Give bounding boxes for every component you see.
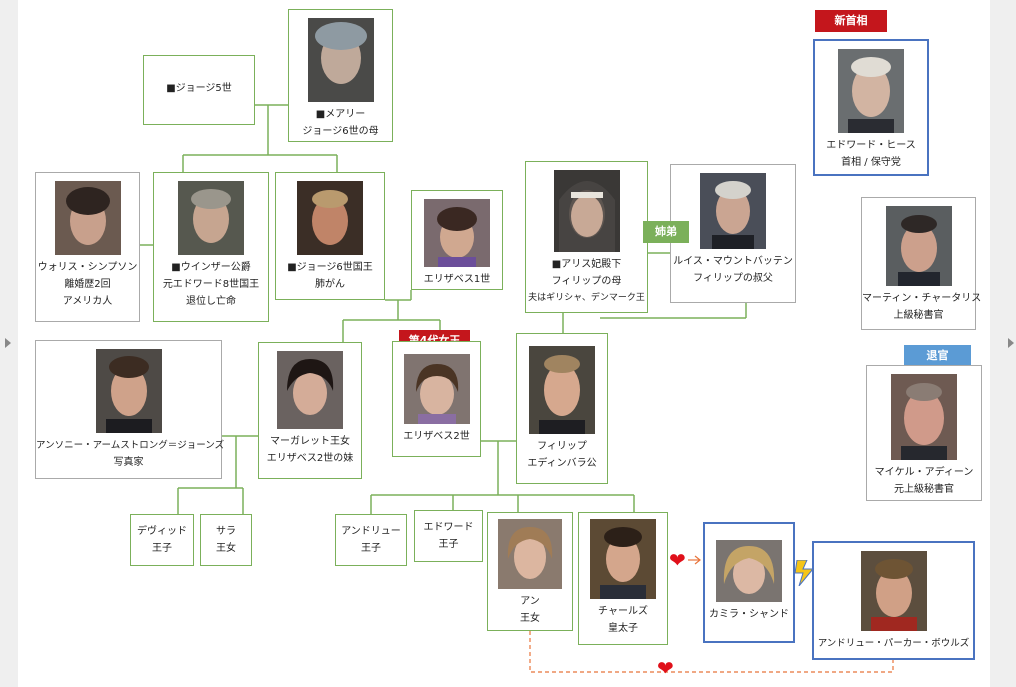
person-name: ■ウインザー公爵 bbox=[171, 262, 251, 273]
person-philip[interactable]: フィリップ エディンバラ公 bbox=[516, 333, 608, 484]
person-name: ■ジョージ5世 bbox=[166, 83, 232, 94]
person-name: エドワード・ヒース bbox=[826, 140, 916, 151]
person-note: 写真家 bbox=[113, 457, 144, 468]
person-note: 王女 bbox=[216, 543, 236, 554]
person-mary[interactable]: ■メアリー ジョージ6世の母 bbox=[288, 9, 393, 142]
person-note: 王子 bbox=[152, 543, 172, 554]
portrait-photo bbox=[403, 354, 470, 424]
new-pm-tag: 新首相 bbox=[815, 10, 887, 32]
person-note: 皇太子 bbox=[608, 623, 638, 634]
person-andrewpb[interactable]: アンドリュー・パーカー・ボウルズ bbox=[812, 541, 975, 660]
person-note: 首相 / 保守党 bbox=[841, 157, 901, 168]
person-note: 上級秘書官 bbox=[893, 310, 944, 321]
person-alice[interactable]: ■アリス妃殿下 フィリップの母 夫はギリシャ、デンマーク王 bbox=[525, 161, 648, 313]
heart-icon: ❤ bbox=[657, 656, 674, 680]
person-note: 離婚歴2回 bbox=[64, 279, 111, 290]
portrait-photo bbox=[838, 49, 904, 133]
person-name: エドワード bbox=[423, 522, 474, 533]
person-name: アン bbox=[520, 596, 540, 607]
person-name: アンソニー・アームストロング＝ジョーンズ bbox=[36, 440, 225, 451]
heart-icon: ❤ bbox=[669, 548, 686, 572]
person-george5[interactable]: ■ジョージ5世 bbox=[143, 55, 255, 125]
person-david[interactable]: デヴィッド 王子 bbox=[130, 514, 194, 566]
person-name: チャールズ bbox=[598, 606, 648, 617]
next-arrow-icon[interactable] bbox=[1008, 338, 1014, 348]
portrait-photo bbox=[529, 346, 595, 434]
person-elizabeth1[interactable]: エリザベス1世 bbox=[411, 190, 503, 290]
person-name: ■アリス妃殿下 bbox=[551, 259, 622, 270]
person-note: 肺がん bbox=[315, 279, 345, 290]
person-name: フィリップ bbox=[537, 441, 587, 452]
person-note: 王女 bbox=[520, 613, 540, 624]
person-michael[interactable]: マイケル・アディーン 元上級秘書官 bbox=[866, 365, 982, 501]
person-name: マーガレット王女 bbox=[270, 436, 350, 447]
person-note: ジョージ6世の母 bbox=[302, 126, 379, 137]
person-name: アンドリュー・パーカー・ボウルズ bbox=[817, 638, 970, 649]
portrait-photo bbox=[297, 181, 363, 255]
person-note: 元上級秘書官 bbox=[894, 484, 954, 495]
portrait-photo bbox=[95, 349, 162, 433]
person-name: ウォリス・シンプソン bbox=[37, 262, 138, 273]
person-edward[interactable]: エドワード 王子 bbox=[414, 510, 483, 562]
person-heath[interactable]: エドワード・ヒース 首相 / 保守党 bbox=[813, 39, 929, 176]
person-name: ■メアリー bbox=[315, 109, 366, 120]
person-note: 王子 bbox=[361, 543, 381, 554]
lightning-bolt-icon bbox=[794, 560, 815, 586]
person-note2: 夫はギリシャ、デンマーク王 bbox=[528, 293, 645, 303]
portrait-photo bbox=[307, 18, 374, 102]
portrait-photo bbox=[700, 173, 766, 249]
person-louis[interactable]: ルイス・マウントバッテン フィリップの叔父 bbox=[670, 164, 796, 303]
person-martin[interactable]: マーティン・チャータリス 上級秘書官 bbox=[861, 197, 982, 330]
person-andrew[interactable]: アンドリュー 王子 bbox=[335, 514, 407, 566]
portrait-photo bbox=[885, 206, 952, 286]
person-margaret[interactable]: マーガレット王女 エリザベス2世の妹 bbox=[258, 342, 362, 479]
person-name: ルイス・マウントバッテン bbox=[673, 256, 793, 267]
person-camilla[interactable]: カミラ・シャンド bbox=[703, 522, 795, 643]
person-name: マイケル・アディーン bbox=[874, 467, 974, 478]
portrait-photo bbox=[891, 374, 957, 460]
person-note: フィリップの叔父 bbox=[693, 273, 773, 284]
person-note2: 退位し亡命 bbox=[186, 296, 236, 307]
portrait-photo bbox=[860, 551, 927, 631]
siblings-tag: 姉弟 bbox=[643, 221, 689, 243]
portrait-photo bbox=[54, 181, 121, 255]
person-note2: アメリカ人 bbox=[62, 296, 113, 307]
portrait-photo bbox=[553, 170, 620, 252]
person-windsor[interactable]: ■ウインザー公爵 元エドワード8世国王 退位し亡命 bbox=[153, 172, 269, 322]
person-name: エリザベス2世 bbox=[403, 431, 470, 442]
person-name: エリザベス1世 bbox=[423, 274, 491, 285]
person-name: マーティン・チャータリス bbox=[862, 293, 982, 304]
portrait-photo bbox=[277, 351, 343, 429]
person-sarah[interactable]: サラ 王女 bbox=[200, 514, 252, 566]
person-note: エリザベス2世の妹 bbox=[266, 453, 354, 464]
retired-tag: 退官 bbox=[904, 345, 971, 367]
portrait-photo bbox=[498, 519, 562, 589]
person-name: アンドリュー bbox=[341, 526, 401, 537]
portrait-photo bbox=[178, 181, 244, 255]
previous-arrow-icon[interactable] bbox=[5, 338, 11, 348]
person-wallis[interactable]: ウォリス・シンプソン 離婚歴2回 アメリカ人 bbox=[35, 172, 140, 322]
portrait-photo bbox=[716, 540, 782, 602]
person-name: ■ジョージ6世国王 bbox=[287, 262, 373, 273]
person-anne[interactable]: アン 王女 bbox=[487, 512, 573, 631]
person-name: サラ bbox=[216, 526, 236, 537]
portrait-photo bbox=[424, 199, 490, 267]
person-note: エディンバラ公 bbox=[527, 458, 597, 469]
person-note: 王子 bbox=[438, 539, 459, 550]
person-note: フィリップの母 bbox=[551, 276, 622, 287]
person-note: 元エドワード8世国王 bbox=[162, 279, 260, 290]
person-elizabeth2[interactable]: エリザベス2世 bbox=[392, 341, 481, 457]
person-charles[interactable]: チャールズ 皇太子 bbox=[578, 512, 668, 645]
person-george6[interactable]: ■ジョージ6世国王 肺がん bbox=[275, 172, 385, 300]
person-anthony[interactable]: アンソニー・アームストロング＝ジョーンズ 写真家 bbox=[35, 340, 225, 479]
person-name: デヴィッド bbox=[137, 526, 187, 537]
person-name: カミラ・シャンド bbox=[709, 609, 789, 620]
portrait-photo bbox=[590, 519, 656, 599]
